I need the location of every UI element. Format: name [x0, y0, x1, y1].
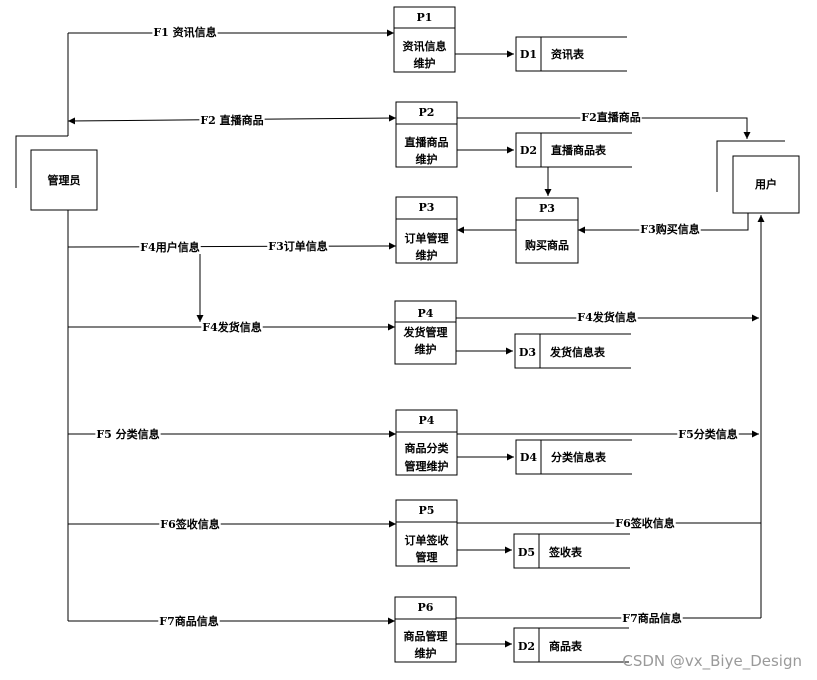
svg-text:商品表: 商品表 [549, 639, 583, 653]
svg-text:维护: 维护 [414, 56, 436, 70]
svg-text:订单管理: 订单管理 [405, 231, 449, 245]
svg-text:资讯表: 资讯表 [551, 47, 585, 61]
entity-admin-label: 管理员 [48, 173, 81, 187]
svg-text:资讯信息: 资讯信息 [403, 39, 447, 53]
svg-text:P3: P3 [539, 202, 555, 215]
svg-text:商品管理: 商品管理 [404, 629, 448, 643]
store-d5: D5 签收表 [513, 533, 630, 569]
label-f5-left: F5 分类信息 [96, 427, 159, 441]
svg-text:P5: P5 [419, 504, 435, 517]
svg-text:购买商品: 购买商品 [525, 238, 569, 252]
svg-text:D2: D2 [518, 640, 535, 653]
svg-text:签收表: 签收表 [548, 545, 583, 559]
svg-text:D4: D4 [520, 451, 538, 464]
store-d1: D1 资讯表 [515, 36, 627, 72]
svg-text:P1: P1 [417, 11, 433, 24]
svg-text:P4: P4 [418, 307, 434, 320]
svg-text:分类信息表: 分类信息表 [551, 450, 607, 464]
label-background [677, 427, 739, 441]
svg-text:D5: D5 [518, 546, 535, 559]
label-background [639, 222, 701, 236]
label-background [95, 427, 161, 441]
label-f7-left: F7商品信息 [159, 614, 218, 628]
label-background [580, 110, 642, 124]
label-background [199, 113, 265, 127]
store-d4: D4 分类信息表 [515, 439, 632, 475]
process-p4-ship: P4 发货管理 维护 [394, 300, 457, 365]
label-f7-right: F7商品信息 [622, 611, 681, 625]
store-d2-goods: D2 商品表 [513, 627, 629, 663]
svg-text:维护: 维护 [416, 248, 438, 262]
label-background [152, 25, 218, 39]
label-f2-left: F2 直播商品 [200, 113, 263, 127]
process-p1: P1 资讯信息 维护 [393, 6, 456, 73]
process-p6: P6 商品管理 维护 [394, 596, 457, 663]
label-f4-ship-right: F4发货信息 [577, 310, 636, 324]
svg-text:管理维护: 管理维护 [405, 459, 449, 473]
flow-f4-user-info-arrow [67, 242, 397, 250]
label-background [159, 517, 221, 531]
label-background [621, 611, 683, 625]
svg-text:维护: 维护 [415, 646, 437, 660]
svg-text:维护: 维护 [415, 342, 437, 356]
store-d3: D3 发货信息表 [514, 333, 631, 369]
svg-text:管理: 管理 [416, 550, 438, 564]
flow-f3-user-to-buy [578, 213, 749, 234]
label-f5-right: F5分类信息 [678, 427, 737, 441]
svg-text:商品分类: 商品分类 [405, 441, 450, 455]
label-f3-buy: F3购买信息 [640, 222, 699, 236]
svg-text:D3: D3 [519, 346, 536, 359]
label-background [201, 320, 263, 334]
svg-text:D1: D1 [520, 48, 537, 61]
process-p3-buy: P3 购买商品 [515, 197, 579, 264]
svg-text:P6: P6 [418, 601, 434, 614]
label-background [267, 239, 329, 253]
svg-text:维护: 维护 [416, 152, 438, 166]
flow-f2-to-user [457, 117, 751, 139]
label-background [158, 614, 220, 628]
entity-user-label: 用户 [755, 177, 777, 191]
label-f6-right: F6签收信息 [615, 516, 674, 530]
label-f3-order: F3订单信息 [268, 239, 327, 253]
process-p3-order: P3 订单管理 维护 [395, 196, 458, 264]
svg-text:P3: P3 [419, 201, 435, 214]
svg-text:直播商品表: 直播商品表 [551, 143, 607, 157]
label-f2-right: F2直播商品 [581, 110, 640, 124]
svg-text:P4: P4 [419, 414, 435, 427]
svg-text:发货信息表: 发货信息表 [549, 345, 606, 359]
label-background [139, 240, 201, 254]
label-f6-left: F6签收信息 [160, 517, 219, 531]
entity-user: 用户 [716, 140, 800, 214]
process-p5: P5 订单签收 管理 [395, 499, 458, 567]
svg-text:D2: D2 [520, 144, 537, 157]
svg-text:P2: P2 [419, 106, 435, 119]
label-f4-ship-left: F4发货信息 [202, 320, 261, 334]
label-f4-user-info: F4用户信息 [140, 240, 199, 254]
svg-text:直播商品: 直播商品 [405, 135, 449, 149]
store-d2-live: D2 直播商品表 [515, 132, 632, 168]
process-p4-category: P4 商品分类 管理维护 [395, 409, 458, 476]
label-f1: F1 资讯信息 [153, 25, 216, 39]
label-background [576, 310, 638, 324]
entity-admin: 管理员 [15, 135, 98, 211]
watermark: CSDN @vx_Biye_Design [622, 652, 802, 671]
svg-text:订单签收: 订单签收 [405, 533, 449, 547]
process-p2: P2 直播商品 维护 [395, 101, 458, 168]
label-background [614, 516, 676, 530]
svg-text:发货管理: 发货管理 [403, 325, 448, 339]
